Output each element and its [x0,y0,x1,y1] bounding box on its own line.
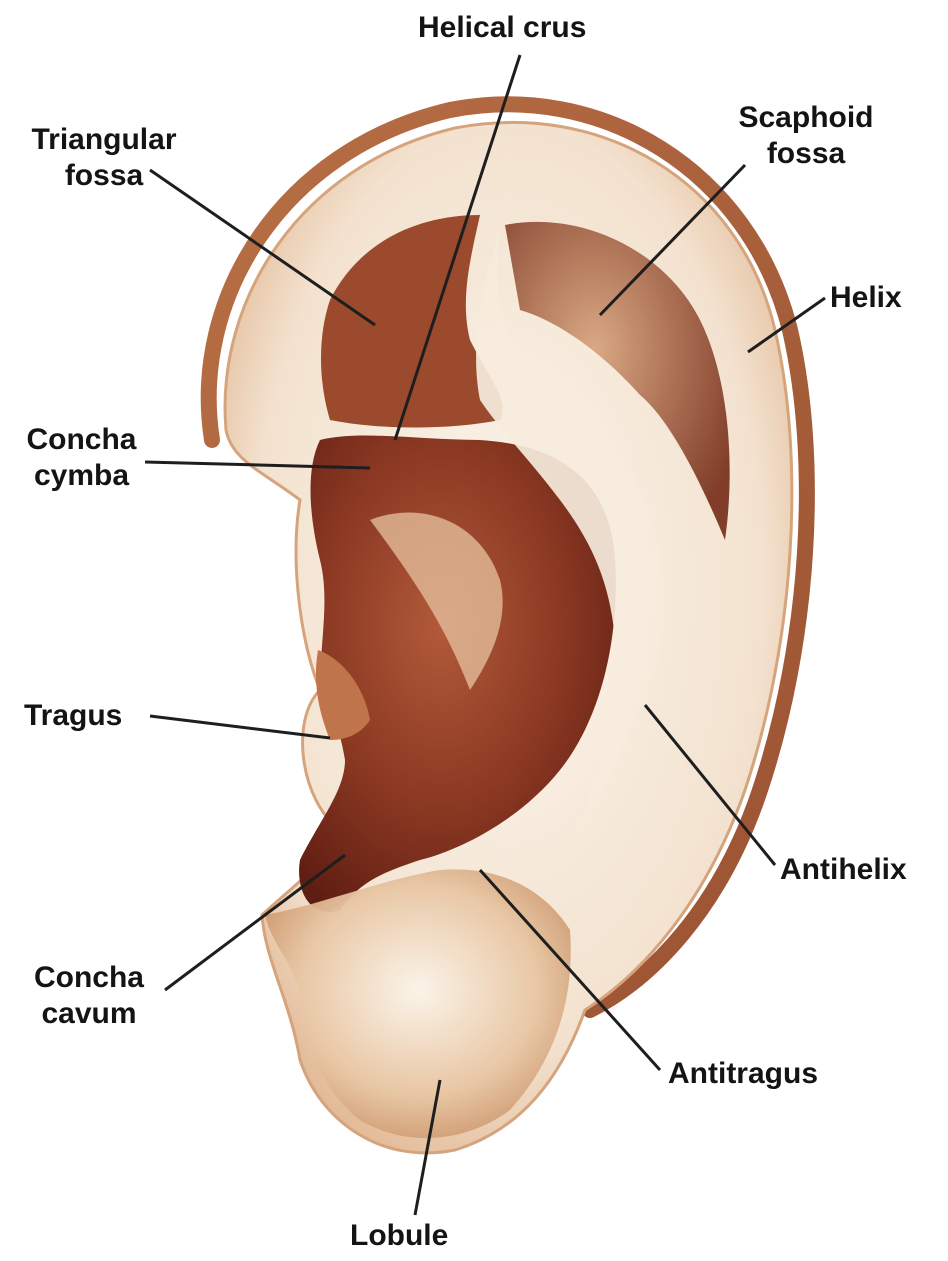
label-concha-cavum-line1: Concha [33,961,144,994]
label-antihelix-text: Antihelix [780,853,907,886]
label-concha-cavum-line2: cavum [41,997,137,1030]
tragus-shape [315,650,370,740]
antihelix-shape [476,230,664,830]
label-helix-text: Helix [830,281,902,314]
label-tragus-text: Tragus [24,699,123,732]
label-triangular-fossa-line1: Triangular [31,123,177,156]
label-concha-cavum: Concha cavum [14,960,164,1032]
concha-shape [299,435,616,912]
label-concha-cymba: Concha cymba [14,422,149,494]
label-lobule-text: Lobule [350,1219,449,1252]
leader-lobule [413,1079,442,1216]
leader-helical-crus [393,54,522,441]
leader-antihelix [643,704,777,866]
leader-scaphoid-fossa [598,163,747,317]
leader-antitragus [478,868,662,1072]
label-scaphoid-fossa: Scaphoid fossa [726,100,886,172]
label-antitragus-text: Antitragus [668,1057,818,1090]
label-tragus: Tragus [24,698,122,734]
helix-rim [200,96,815,1018]
leader-concha-cavum [164,853,346,992]
label-triangular-fossa-line2: fossa [64,159,144,192]
label-scaphoid-fossa-line1: Scaphoid [738,101,874,134]
label-antihelix: Antihelix [780,852,907,888]
scaphoid-fossa-shape [505,221,730,540]
label-triangular-fossa: Triangular fossa [14,122,194,194]
label-helix: Helix [830,280,902,316]
label-concha-cymba-line2: cymba [33,459,130,492]
leader-helix [747,296,826,354]
label-concha-cymba-line1: Concha [26,423,137,456]
label-helical-crus: Helical crus [418,10,586,46]
leader-triangular-fossa [149,168,376,327]
leader-tragus [149,714,331,740]
label-lobule: Lobule [350,1218,448,1254]
triangular-fossa-shape [321,215,503,428]
lobule-shape [265,869,571,1139]
label-antitragus: Antitragus [668,1056,818,1092]
label-scaphoid-fossa-line2: fossa [766,137,846,170]
leader-concha-cymba [144,460,371,470]
concha-crease [370,512,503,690]
label-helical-crus-text: Helical crus [418,11,587,44]
